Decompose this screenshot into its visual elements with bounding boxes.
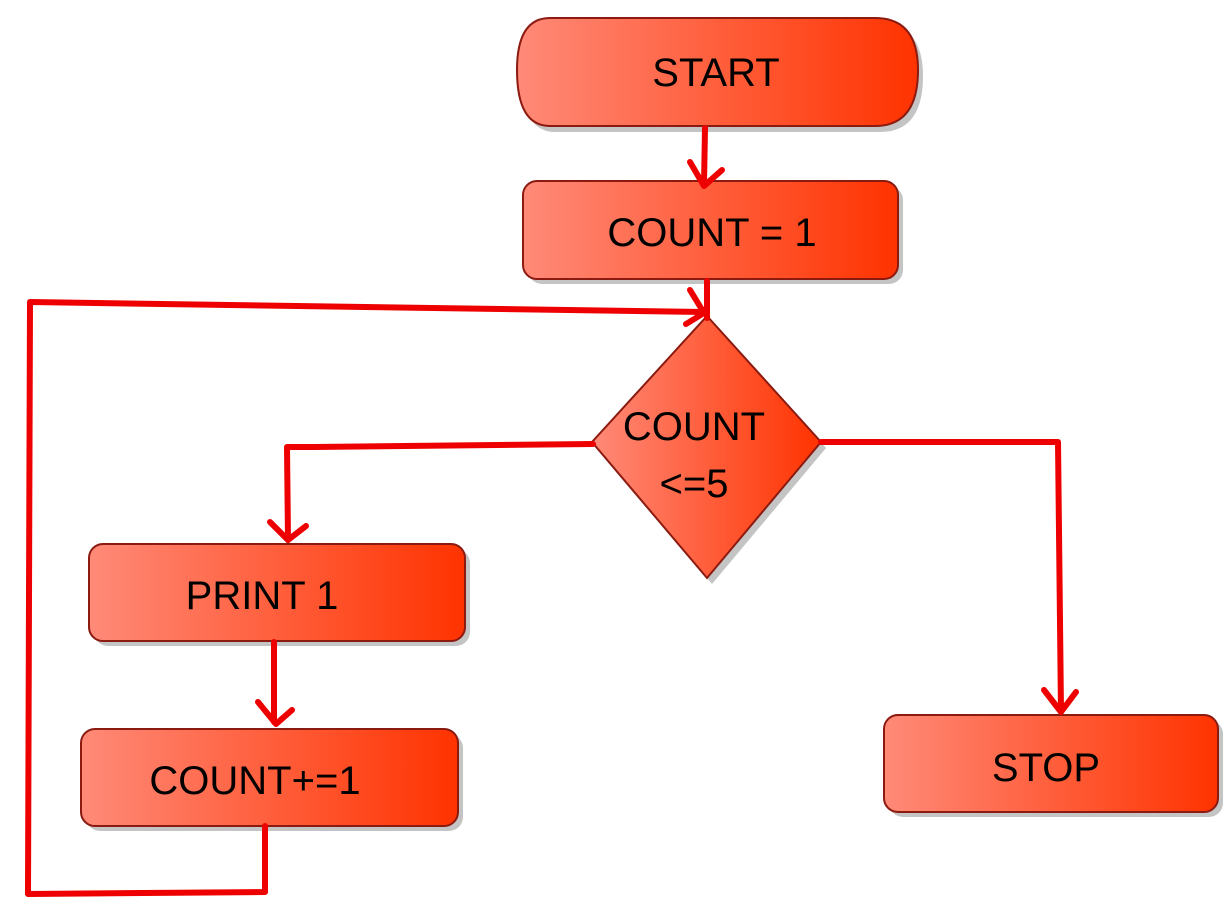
init-label: COUNT = 1	[607, 211, 816, 255]
connector-start-to-init	[701, 125, 708, 187]
arrowhead-increment	[255, 699, 295, 727]
stop-process-shape	[883, 714, 1219, 813]
connectors	[25, 125, 1079, 897]
connector-decision-to-print	[284, 441, 596, 543]
print-label: PRINT 1	[186, 574, 339, 618]
arrowhead-print	[267, 519, 309, 543]
arrowhead-stop	[1041, 687, 1079, 715]
connector-decision-to-stop	[818, 439, 1064, 715]
start-terminal-shape	[515, 17, 920, 127]
decision-diamond-shape	[590, 314, 823, 580]
decision-label-line1: COUNT	[623, 405, 765, 449]
increment-label: COUNT+=1	[149, 759, 360, 803]
arrowhead-init	[687, 159, 725, 189]
decision-label-line2: <=5	[660, 462, 729, 506]
increment-process: COUNT+=1	[80, 728, 463, 831]
start-terminal: START	[515, 17, 923, 132]
decision-diamond: COUNT <=5	[590, 314, 826, 584]
init-process: COUNT = 1	[522, 180, 903, 284]
arrowhead-loop	[683, 287, 707, 327]
print-process-shape	[88, 543, 466, 642]
increment-process-shape	[80, 728, 459, 827]
print-process: PRINT 1	[88, 543, 470, 646]
stop-label: STOP	[992, 746, 1100, 790]
stop-process: STOP	[883, 714, 1223, 817]
start-label: START	[652, 51, 779, 95]
connector-loop-back	[25, 299, 707, 897]
